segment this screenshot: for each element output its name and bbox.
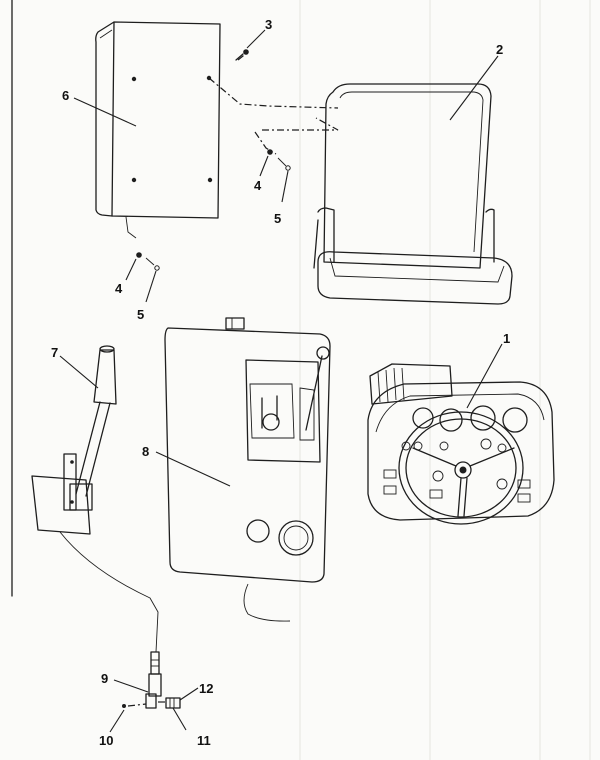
part-7-hand-lever — [31, 345, 159, 653]
part-3-fastener — [235, 29, 266, 61]
part-6-rear-panel — [95, 21, 221, 239]
part-4-5-fasteners-lower — [125, 252, 160, 303]
part-8-control-panel — [155, 317, 331, 622]
callout-11: 11 — [197, 733, 211, 748]
callout-1: 1 — [503, 331, 510, 346]
callout-8: 8 — [142, 444, 149, 459]
page-show-through — [299, 0, 591, 760]
leader-6 — [73, 97, 137, 127]
callout-4-lower: 4 — [115, 281, 123, 296]
parts-9-12-cable-fittings — [109, 651, 199, 733]
callout-4-right: 4 — [254, 178, 262, 193]
callout-12: 12 — [199, 681, 213, 696]
part-4-5-fasteners-right — [259, 149, 291, 203]
callout-5-right: 5 — [274, 211, 281, 226]
part-2-seat — [313, 55, 513, 305]
callout-7: 7 — [51, 345, 58, 360]
callout-labels: 1 2 3 4 5 4 5 6 7 8 9 10 11 12 — [51, 17, 510, 748]
callout-3: 3 — [265, 17, 272, 32]
callout-9: 9 — [101, 671, 108, 686]
part-1-dashboard-steering — [367, 343, 555, 525]
callout-2: 2 — [496, 42, 503, 57]
assembly-lines-panel-seat — [208, 51, 339, 155]
callout-10: 10 — [99, 733, 113, 748]
callout-6: 6 — [62, 88, 69, 103]
callout-5-lower: 5 — [137, 307, 144, 322]
